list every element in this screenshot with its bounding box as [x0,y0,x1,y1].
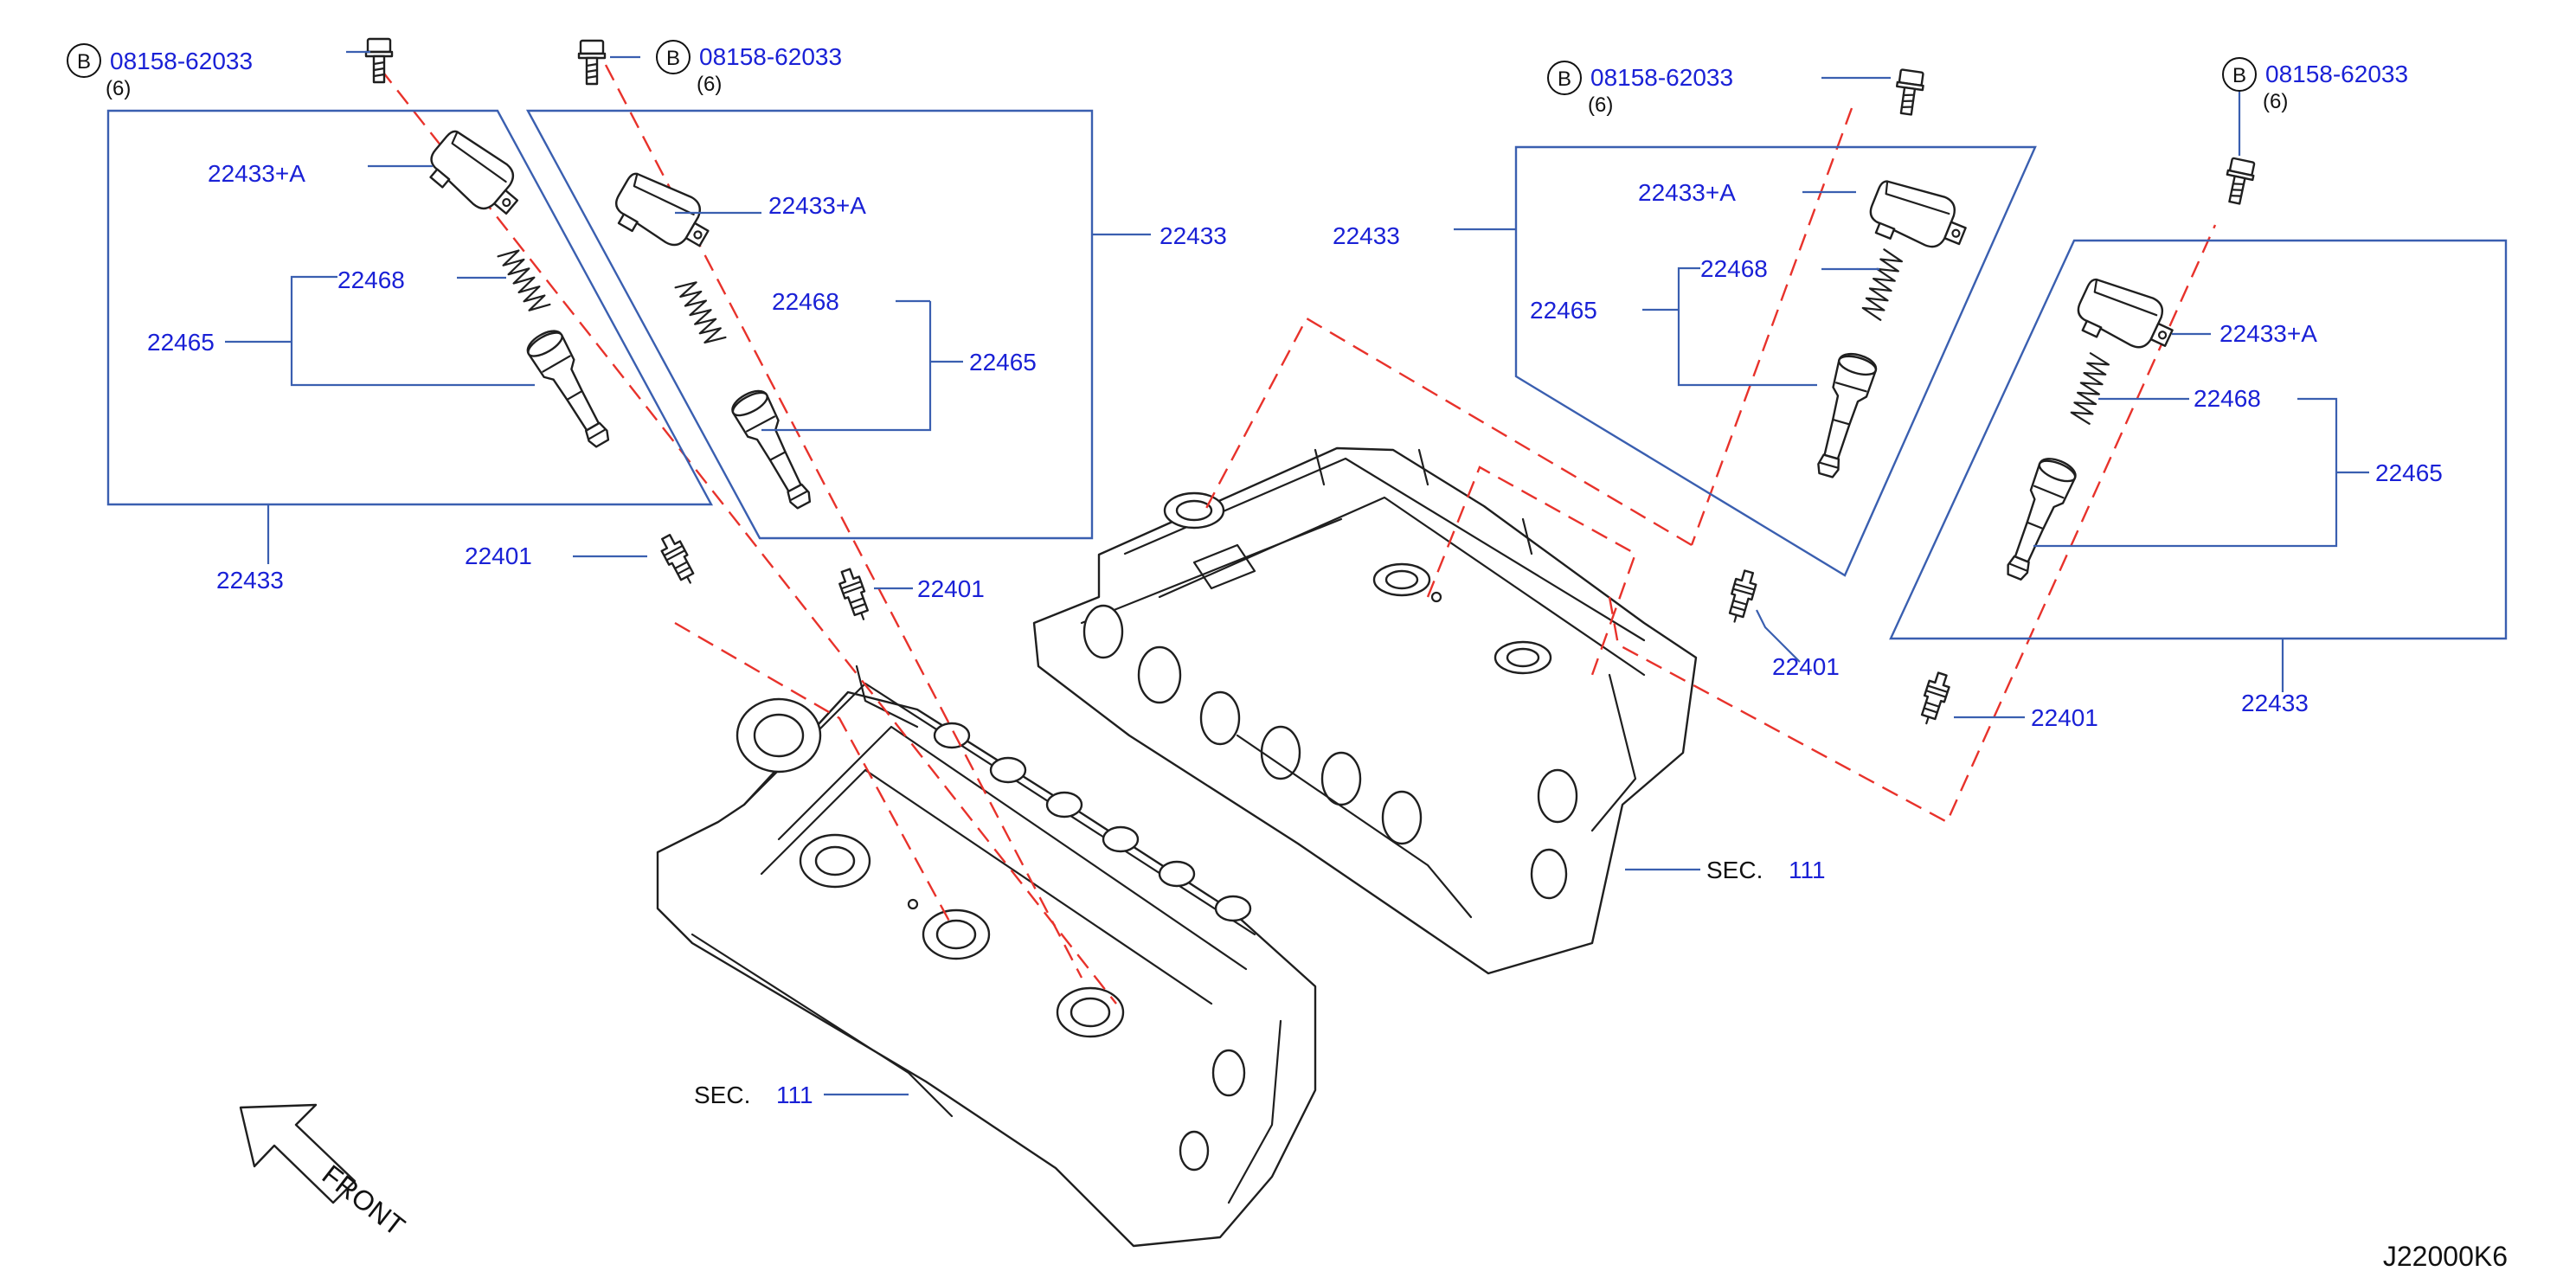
b-circle-icon [2222,57,2257,92]
coil-spring-icon [497,245,551,317]
coil-assembly-label[interactable]: 22433 [1333,222,1400,249]
group-boxes [106,109,2508,640]
coil-boot-icon [522,324,620,454]
coil-boot-icon [1995,453,2080,586]
coil-boot-icon [1806,349,1880,482]
leader-lines [225,50,2369,1096]
bolt-callouts: B B B B [67,40,2257,95]
coil-boot-label[interactable]: 22465 [2375,459,2443,486]
spark-plug-label[interactable]: 22401 [1772,653,1840,680]
coil-boot-label[interactable]: 22465 [1530,297,1597,324]
b-circle-icon [656,40,691,74]
parts-group-4 [1915,156,2258,729]
spark-plug-icon [834,566,875,625]
b-circle-letter: B [1558,67,1571,91]
bolt-part-number[interactable]: 08158-62033 [110,48,253,74]
bolt-quantity: (6) [1588,93,1613,117]
bolt-quantity: (6) [697,73,722,96]
coil-kit-label[interactable]: 22433+A [208,160,305,187]
spark-plug-label[interactable]: 22401 [465,542,532,569]
diagram-code: J22000K6 [2383,1241,2508,1272]
bolt-part-number[interactable]: 08158-62033 [2265,61,2408,87]
bolt-icon [1892,67,1926,117]
coil-boot-label[interactable]: 22465 [969,349,1037,376]
bolt-part-number[interactable]: 08158-62033 [699,43,842,70]
bolt-quantity: (6) [2263,90,2288,113]
spark-plug-label[interactable]: 22401 [917,575,985,602]
front-arrow-icon [239,1103,357,1204]
coil-boot-label[interactable]: 22465 [147,329,215,356]
ignition-coil-icon [1861,171,1975,265]
coil-spring-label[interactable]: 22468 [337,266,405,293]
ignition-coil-icon [2069,270,2182,366]
spark-plug-icon [655,530,701,589]
bolt-icon [364,37,394,84]
cylinder-head-right-bank [1032,446,1698,975]
section-ref-prefix: SEC. [1706,857,1763,883]
coil-assembly-label[interactable]: 22433 [2241,690,2309,716]
bolt-icon [2220,156,2258,207]
cylinder-head-left-bank [656,664,1317,1248]
section-ref-number[interactable]: 111 [1789,857,1826,883]
parts-group-2 [577,39,875,625]
ignition-coil-icon [605,164,720,266]
b-circle-icon [1547,61,1582,95]
coil-spring-icon [674,276,727,349]
coil-spring-label[interactable]: 22468 [1700,255,1768,282]
coil-assembly-label[interactable]: 22433 [216,567,284,594]
section-ref-prefix: SEC. [694,1082,750,1108]
b-circle-letter: B [666,47,680,70]
bolt-icon [577,39,607,86]
spark-plug-label[interactable]: 22401 [2031,704,2098,731]
coil-kit-label[interactable]: 22433+A [1638,179,1736,206]
spark-plug-icon [1723,568,1760,626]
coil-kit-label[interactable]: 22433+A [768,192,866,219]
coil-spring-icon [2068,352,2111,425]
part-labels: 08158-62033 (6) 08158-62033 (6) 08158-62… [106,43,2443,1108]
coil-spring-icon [1860,248,1905,321]
spark-plug-icon [1915,670,1954,729]
bolt-part-number[interactable]: 08158-62033 [1590,64,1733,91]
b-circle-letter: B [2232,64,2246,87]
coil-assembly-label[interactable]: 22433 [1160,222,1227,249]
b-circle-icon [67,43,101,78]
coil-spring-label[interactable]: 22468 [772,288,839,315]
front-indicator: FRONT [239,1103,411,1242]
bolt-quantity: (6) [106,77,131,100]
section-ref-number[interactable]: 111 [776,1082,813,1108]
b-circle-letter: B [77,50,91,74]
coil-kit-label[interactable]: 22433+A [2219,320,2317,347]
coil-spring-label[interactable]: 22468 [2194,385,2261,412]
